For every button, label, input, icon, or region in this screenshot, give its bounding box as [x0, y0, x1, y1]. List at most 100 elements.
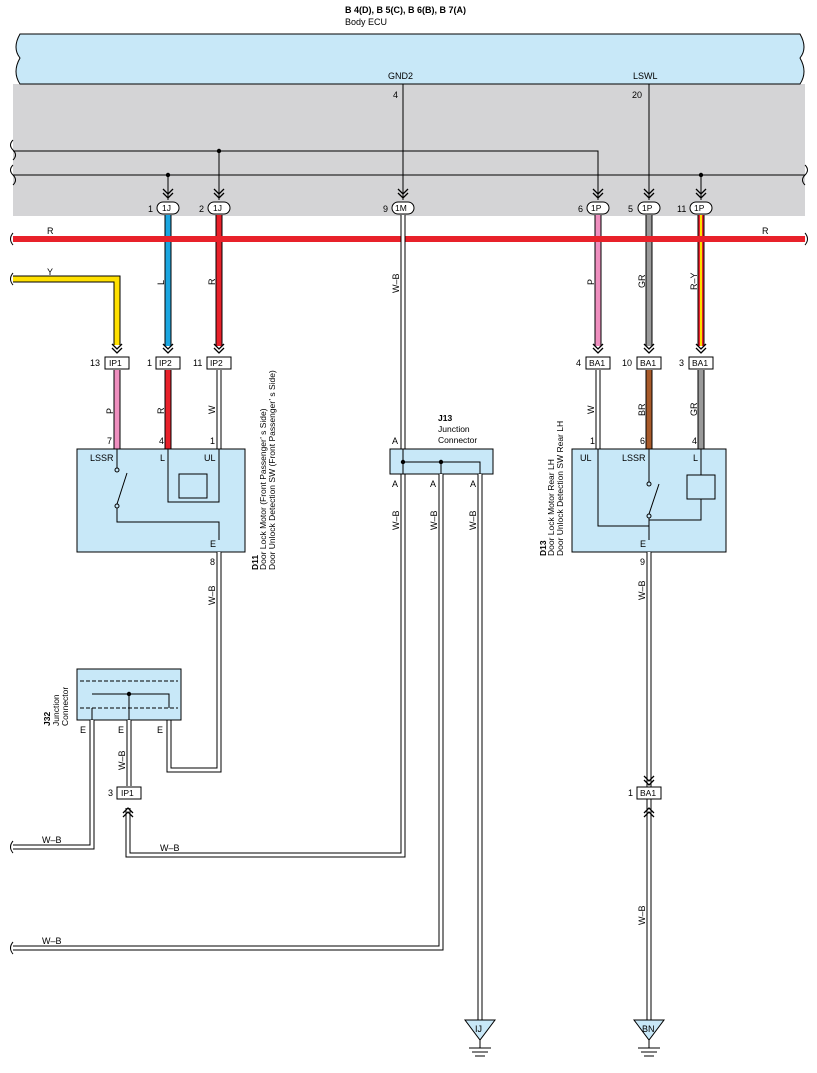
d13-pin-9: 9 — [640, 557, 645, 567]
ecu-name: Body ECU — [345, 17, 387, 27]
junction-internal-lines — [13, 84, 805, 200]
svg-text:Junction: Junction — [438, 424, 470, 434]
connector-ba1-a: BA1 4 — [576, 356, 611, 370]
svg-text:L: L — [160, 453, 165, 463]
svg-text:LSSR: LSSR — [90, 453, 114, 463]
wire-label-wb-bottom1: W–B — [42, 835, 62, 845]
wire-y — [13, 276, 120, 345]
svg-text:1M: 1M — [395, 203, 407, 213]
svg-text:1J: 1J — [162, 203, 171, 213]
body-ecu-box — [15, 33, 805, 85]
wire-label-r2: R — [156, 407, 166, 414]
d11-ref: D11 — [250, 555, 260, 570]
svg-text:1P: 1P — [642, 203, 653, 213]
wire-label-w3: W — [586, 405, 596, 414]
wire-label-br: BR — [637, 403, 647, 416]
break-mark — [10, 272, 14, 286]
svg-text:BA1: BA1 — [589, 358, 605, 368]
svg-text:4: 4 — [692, 436, 697, 446]
svg-text:Connector: Connector — [438, 435, 477, 445]
svg-text:6: 6 — [640, 436, 645, 446]
svg-text:BA1: BA1 — [640, 788, 656, 798]
svg-text:1: 1 — [590, 436, 595, 446]
d11-pin-8: 8 — [210, 557, 215, 567]
wire-label-gr2: GR — [689, 402, 699, 416]
svg-text:A: A — [470, 479, 476, 489]
bus-label-r-left: R — [47, 226, 54, 236]
wire-label-wb: W–B — [391, 273, 401, 293]
wires-upper — [164, 215, 705, 346]
svg-text:5: 5 — [628, 204, 633, 214]
break-mark — [10, 840, 14, 854]
wire-label-wb-j13-3: W–B — [468, 510, 478, 530]
bus-label-r-right: R — [762, 226, 769, 236]
splice-dot — [165, 172, 171, 178]
ecu-terminal-lswl: LSWL — [633, 71, 658, 81]
connector-ba1-c: BA1 3 — [679, 356, 714, 370]
d13-line1: Door Lock Motor Rear LH — [546, 459, 556, 556]
wire-label-wb-j13-2: W–B — [429, 510, 439, 530]
svg-text:3: 3 — [679, 358, 684, 368]
wire-label-p2: P — [105, 408, 115, 414]
svg-text:1J: 1J — [213, 203, 222, 213]
connector-ip2-b: IP2 11 — [193, 356, 232, 370]
svg-text:A: A — [392, 479, 398, 489]
ecu-pin-20: 20 — [632, 90, 642, 100]
wire-label-p: P — [586, 279, 596, 285]
wire-d11-e — [167, 552, 221, 772]
component-j32: E E E — [76, 668, 182, 735]
chevron-ba1-bottom-top — [643, 775, 655, 786]
svg-text:BA1: BA1 — [692, 358, 708, 368]
svg-text:BN: BN — [642, 1024, 655, 1034]
ecu-pin-4: 4 — [393, 90, 398, 100]
wire-d11-e-outline — [166, 552, 222, 773]
wire-wb-center — [126, 215, 405, 857]
jb-connector-1j-b: 1J 2 — [199, 201, 231, 215]
svg-text:A: A — [392, 436, 398, 446]
splice-dot — [698, 172, 704, 178]
connector-ba1-bottom: BA1 1 — [628, 786, 662, 800]
junction-block — [13, 84, 805, 216]
svg-text:6: 6 — [578, 204, 583, 214]
break-mark — [10, 232, 808, 246]
svg-text:1P: 1P — [591, 203, 602, 213]
chevron-ip1-bottom — [122, 807, 134, 818]
svg-text:3: 3 — [108, 788, 113, 798]
wire-label-wb-d11: W–B — [207, 585, 217, 605]
wire-label-wb-d13: W–B — [637, 580, 647, 600]
break-mark — [10, 941, 14, 955]
wire-label-ry: R–Y — [689, 272, 699, 290]
wire-label-w2: W — [207, 405, 217, 414]
wire-label-wb-bottom2: W–B — [42, 936, 62, 946]
j32-ref: J32 — [42, 712, 52, 726]
svg-text:1: 1 — [628, 788, 633, 798]
ground-ij: IJ — [464, 1019, 496, 1057]
svg-text:E: E — [118, 725, 124, 735]
connector-ip1-bottom: IP1 3 — [108, 786, 142, 800]
svg-text:BA1: BA1 — [640, 358, 656, 368]
svg-text:11: 11 — [677, 204, 686, 214]
svg-text:11: 11 — [193, 358, 202, 368]
wire-label-wb-j13-1: W–B — [391, 510, 401, 530]
ground-bn: BN — [633, 1019, 665, 1057]
chevrons-mid — [111, 343, 707, 354]
svg-text:13: 13 — [90, 358, 100, 368]
svg-text:4: 4 — [159, 436, 164, 446]
ecu-codes: B 4(D), B 5(C), B 6(B), B 7(A) — [345, 5, 466, 15]
jb-connector-1m: 1M 9 — [383, 201, 415, 215]
svg-text:UL: UL — [580, 453, 592, 463]
svg-text:1: 1 — [210, 436, 215, 446]
svg-text:IP2: IP2 — [210, 358, 223, 368]
wire-label-gr: GR — [637, 274, 647, 288]
component-d13: 1 6 4 UL LSSR L E — [571, 436, 727, 553]
svg-text:E: E — [640, 539, 646, 549]
j32-line2: Connector — [60, 687, 70, 726]
jb-connector-1p-a: 1P 6 — [578, 201, 610, 215]
chevron-ba1-bottom — [643, 807, 655, 818]
j32-line1: Junction — [51, 694, 61, 726]
svg-text:IP1: IP1 — [109, 358, 122, 368]
svg-text:IP2: IP2 — [159, 358, 172, 368]
svg-text:E: E — [80, 725, 86, 735]
component-d11: 7 4 1 LSSR L UL E — [76, 436, 246, 553]
